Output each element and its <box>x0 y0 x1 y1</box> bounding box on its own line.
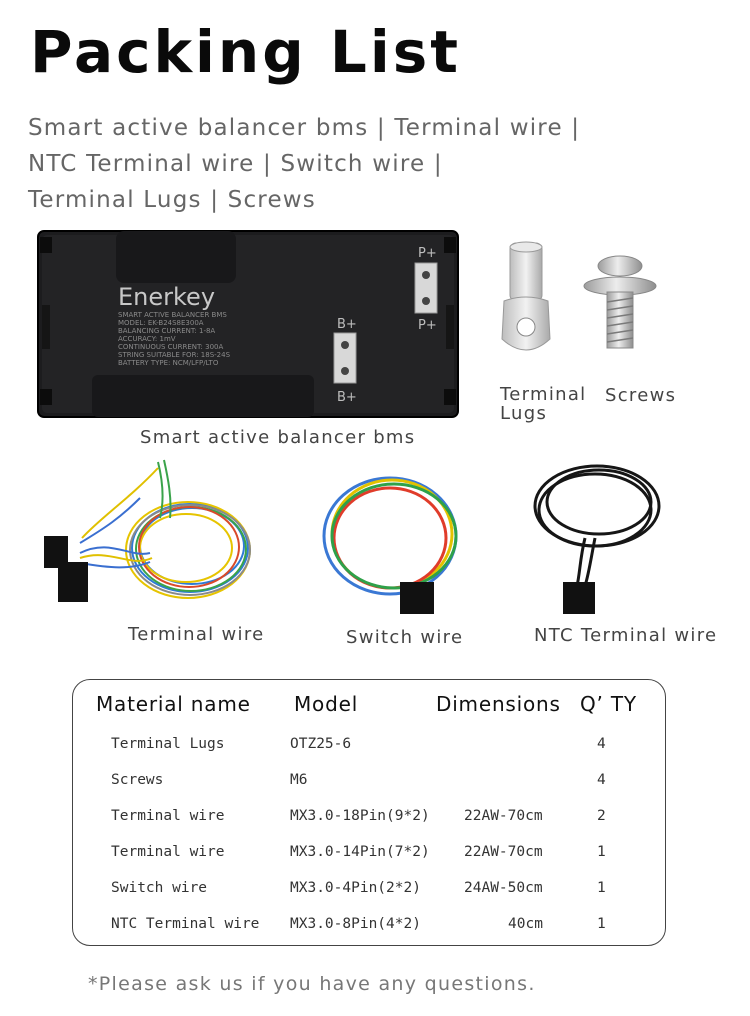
cell-qty: 1 <box>597 916 606 932</box>
cell-name: Screws <box>111 772 164 788</box>
bms-label-line: BALANCING CURRENT: 1-8A <box>118 327 215 335</box>
cell-model: MX3.0-18Pin(9*2) <box>290 808 430 824</box>
bms-label-line: STRING SUITABLE FOR: 18S-24S <box>118 351 231 359</box>
brand-logo: Enerkey <box>118 283 215 311</box>
ntc-wire-image <box>525 458 665 618</box>
cell-model: OTZ25-6 <box>290 736 352 752</box>
screws-caption: Screws <box>605 385 677 406</box>
cell-name: Terminal wire <box>111 844 225 860</box>
cell-name: Terminal Lugs <box>111 736 225 752</box>
bms-image: Enerkey SMART ACTIVE BALANCER BMS MODEL:… <box>36 229 460 419</box>
header-qty: Q’ TY <box>580 692 637 716</box>
cell-qty: 1 <box>597 880 606 896</box>
ntc-wire-caption: NTC Terminal wire <box>534 625 718 646</box>
cell-qty: 4 <box>597 736 606 752</box>
cell-model: MX3.0-4Pin(2*2) <box>290 880 421 896</box>
footnote: *Please ask us if you have any questions… <box>88 973 536 995</box>
packing-table <box>72 679 666 946</box>
page-title: Packing List <box>30 18 462 86</box>
summary-line: Smart active balancer bms | Terminal wir… <box>28 115 581 141</box>
header-dimensions: Dimensions <box>436 692 561 716</box>
lugs-caption-line: Terminal <box>500 384 587 405</box>
lugs-caption: Terminal Lugs <box>500 385 586 423</box>
cell-qty: 1 <box>597 844 606 860</box>
bms-label-line: BATTERY TYPE: NCM/LFP/LTO <box>118 359 219 367</box>
summary-line: Terminal Lugs | Screws <box>28 187 316 213</box>
cell-dimensions: 24AW-50cm <box>464 880 543 896</box>
switch-wire-caption: Switch wire <box>346 627 464 648</box>
switch-wire-image <box>320 470 465 620</box>
terminal-lug-image <box>498 241 556 361</box>
bms-caption: Smart active balancer bms <box>140 427 416 448</box>
p-plus-label: P+ <box>418 318 437 333</box>
cell-dimensions: 22AW-70cm <box>464 808 543 824</box>
b-plus-label: B+ <box>337 317 357 332</box>
cell-name: NTC Terminal wire <box>111 916 260 932</box>
contents-summary: Smart active balancer bms | Terminal wir… <box>28 110 728 218</box>
b-plus-label: B+ <box>337 390 357 405</box>
cell-dimensions: 22AW-70cm <box>464 844 543 860</box>
cell-model: M6 <box>290 772 308 788</box>
header-model: Model <box>294 692 359 716</box>
cell-name: Switch wire <box>111 880 208 896</box>
bms-label-line: MODEL: EK-B24S8E300A <box>118 319 204 327</box>
lugs-caption-line: Lugs <box>500 403 548 424</box>
terminal-wire-caption: Terminal wire <box>128 624 265 645</box>
bms-label-line: SMART ACTIVE BALANCER BMS <box>118 311 227 319</box>
bms-label-line: CONTINUOUS CURRENT: 300A <box>118 343 223 351</box>
cell-dimensions: 40cm <box>508 916 543 932</box>
cell-qty: 2 <box>597 808 606 824</box>
terminal-wire-image <box>40 458 258 608</box>
p-plus-label: P+ <box>418 246 437 261</box>
cell-name: Terminal wire <box>111 808 225 824</box>
header-material-name: Material name <box>96 692 251 716</box>
summary-line: NTC Terminal wire | Switch wire | <box>28 151 443 177</box>
bms-label-line: ACCURACY: 1mV <box>118 335 176 343</box>
screw-image <box>580 252 660 352</box>
cell-model: MX3.0-8Pin(4*2) <box>290 916 421 932</box>
cell-model: MX3.0-14Pin(7*2) <box>290 844 430 860</box>
cell-qty: 4 <box>597 772 606 788</box>
